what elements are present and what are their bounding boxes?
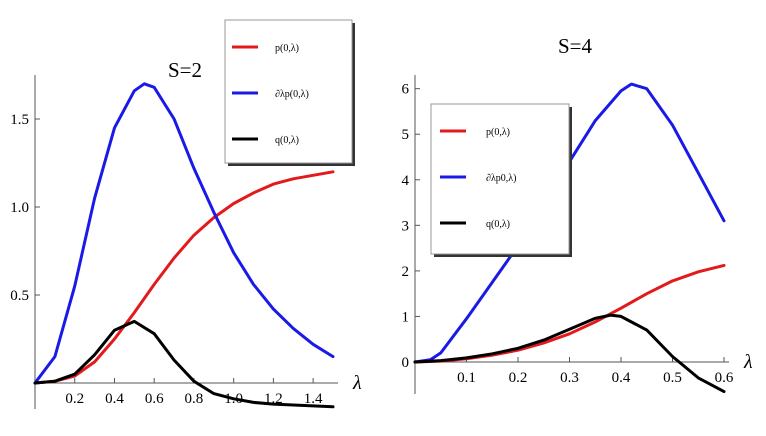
x-tick-label: 0.4 bbox=[612, 370, 631, 386]
series-line-s4-0 bbox=[413, 263, 726, 364]
legend-entry: p(0,λ) bbox=[275, 43, 299, 54]
y-tick-label: 0 bbox=[402, 355, 410, 371]
x-tick-label: 0.8 bbox=[185, 391, 204, 407]
series-line-s2-0 bbox=[33, 170, 335, 385]
chart-title-s2: S=2 bbox=[168, 58, 202, 82]
series-line-s2-2 bbox=[33, 319, 335, 409]
series-line-s4-2 bbox=[413, 313, 726, 394]
y-tick-label: 6 bbox=[402, 82, 410, 98]
x-axis-label: λ bbox=[743, 351, 753, 373]
x-tick-label: 0.6 bbox=[145, 391, 164, 407]
legend-entry: ∂λp(0,λ) bbox=[275, 89, 309, 100]
y-tick-label: 5 bbox=[402, 127, 410, 143]
legend-s4: p(0,λ) ∂λp0,λ) q(0,λ) bbox=[430, 103, 572, 257]
y-tick-label: 4 bbox=[402, 173, 410, 189]
x-tick-label: 0.6 bbox=[715, 370, 734, 386]
y-tick-label: 1.0 bbox=[10, 200, 29, 216]
legend-s2: p(0,λ) ∂λp(0,λ) q(0,λ) bbox=[224, 19, 355, 166]
legend-entry: ∂λp0,λ) bbox=[486, 173, 516, 184]
legend-entry: p(0,λ) bbox=[486, 127, 510, 138]
y-tick-label: 1 bbox=[402, 309, 410, 325]
y-tick-label: 0.5 bbox=[10, 288, 29, 304]
series-line-s2-1 bbox=[33, 82, 335, 385]
x-tick-label: 0.1 bbox=[457, 370, 476, 386]
legend-entry: q(0,λ) bbox=[486, 219, 510, 230]
legend-box bbox=[430, 103, 570, 255]
y-tick-label: 1.5 bbox=[10, 112, 29, 128]
x-tick-label: 0.3 bbox=[560, 370, 579, 386]
x-tick-label: 0.4 bbox=[105, 391, 124, 407]
x-tick-label: 1.4 bbox=[304, 391, 323, 407]
legend-entry: q(0,λ) bbox=[275, 135, 299, 146]
x-tick-label: 0.2 bbox=[65, 391, 84, 407]
x-tick-label: 0.5 bbox=[663, 370, 682, 386]
x-tick-label: 0.2 bbox=[509, 370, 528, 386]
x-axis-label: λ bbox=[352, 372, 362, 394]
chart-s4: 0.1 0.2 0.3 0.4 0.5 0.6 0 1 2 3 4 5 6 λ S=4 p(0,λ) ∂λp0,… bbox=[402, 34, 753, 394]
y-tick-label: 2 bbox=[402, 264, 410, 280]
y-tick-label: 3 bbox=[402, 218, 410, 234]
chart-title-s4: S=4 bbox=[558, 34, 593, 58]
